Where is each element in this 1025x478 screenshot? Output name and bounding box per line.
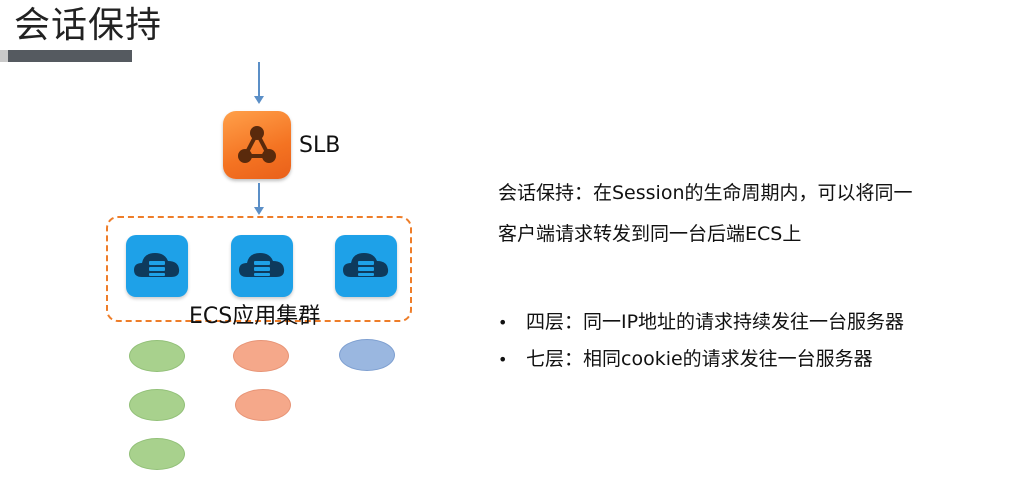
session-ellipse-green [129, 340, 185, 372]
bullet-list: • 四层：同一IP地址的请求持续发往一台服务器 • 七层：相同cookie的请求… [498, 304, 1025, 378]
session-ellipse-green [129, 389, 185, 421]
title-underline-accent [0, 50, 8, 62]
description: 会话保持：在Session的生命周期内，可以将同一 客户端请求转发到同一台后端E… [498, 173, 1025, 255]
slb-label: SLB [299, 133, 341, 158]
bullet-text: 七层：相同cookie的请求发往一台服务器 [526, 348, 873, 370]
cloud-server-icon [335, 235, 397, 297]
session-ellipse-blue [339, 339, 395, 371]
bullet-icon: • [498, 350, 508, 369]
list-item: • 四层：同一IP地址的请求持续发往一台服务器 [498, 304, 1025, 341]
description-line: 会话保持：在Session的生命周期内，可以将同一 [498, 182, 913, 204]
slb-network-icon [223, 111, 291, 179]
session-ellipse-salmon [233, 340, 289, 372]
ecs-cluster-box [106, 216, 412, 322]
incoming-arrow [254, 62, 264, 104]
bullet-icon: • [498, 313, 508, 332]
description-line: 客户端请求转发到同一台后端ECS上 [498, 223, 802, 245]
session-ellipse-green [129, 438, 185, 470]
title-underline-bar [0, 50, 132, 62]
cloud-server-icon [126, 235, 188, 297]
session-ellipse-salmon [235, 389, 291, 421]
slb-to-cluster-arrow [254, 183, 264, 215]
cloud-server-icon [231, 235, 293, 297]
list-item: • 七层：相同cookie的请求发往一台服务器 [498, 341, 1025, 378]
bullet-text: 四层：同一IP地址的请求持续发往一台服务器 [526, 311, 905, 333]
page-title: 会话保持 [14, 5, 163, 46]
cluster-label: ECS应用集群 [189, 304, 321, 329]
